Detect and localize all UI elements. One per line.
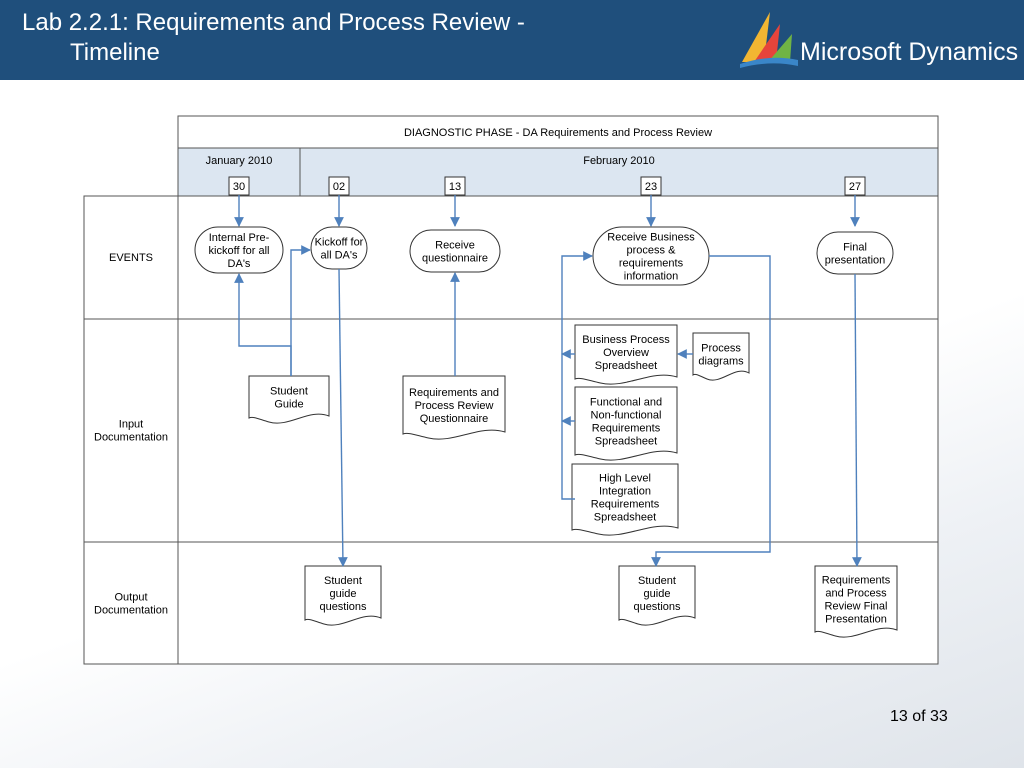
input-student-guide bbox=[248, 375, 330, 424]
event-3 bbox=[409, 229, 501, 273]
slide-title-line2: Timeline bbox=[70, 39, 160, 66]
input-integration-requirements bbox=[571, 463, 679, 536]
arrow-event-to-output-2 bbox=[651, 255, 771, 567]
arrow-final-to-output bbox=[852, 273, 862, 567]
output-student-guide-questions-2 bbox=[618, 565, 696, 626]
month-label-february: February 2010 bbox=[583, 155, 655, 167]
arrow-guide-to-kickoff bbox=[290, 245, 311, 376]
arrow-spreadsheets-to-event bbox=[561, 251, 593, 500]
page-indicator: 13 of 33 bbox=[890, 708, 948, 725]
date-label-30: 30 bbox=[233, 181, 245, 193]
input-questionnaire bbox=[402, 375, 506, 440]
input-process-diagrams bbox=[692, 332, 750, 381]
event-1 bbox=[194, 226, 284, 274]
month-label-january: January 2010 bbox=[206, 155, 273, 167]
phase-title-band bbox=[177, 115, 939, 149]
input-functional-requirements bbox=[574, 386, 678, 461]
month-band bbox=[177, 147, 939, 197]
microsoft-dynamics-logo-icon bbox=[740, 12, 798, 68]
slide-header: Lab 2.2.1: Requirements and Process Revi… bbox=[0, 0, 1024, 80]
swimlane-frame bbox=[83, 195, 939, 665]
date-label-02: 02 bbox=[333, 181, 345, 193]
output-final-presentation bbox=[814, 565, 898, 638]
phase-title: DIAGNOSTIC PHASE - DA Requirements and P… bbox=[404, 127, 712, 139]
date-label-23: 23 bbox=[645, 181, 657, 193]
arrow-kickoff-to-output bbox=[337, 268, 348, 567]
date-label-13: 13 bbox=[449, 181, 461, 193]
date-label-27: 27 bbox=[849, 181, 861, 193]
lane-label-events: EVENTS bbox=[109, 252, 153, 264]
logo-text: Microsoft Dynamics bbox=[800, 38, 1019, 66]
slide-title-line1: Lab 2.2.1: Requirements and Process Revi… bbox=[22, 9, 525, 36]
output-student-guide-questions-1 bbox=[304, 565, 382, 626]
slide-title: Lab 2.2.1: Requirements and Process Revi… bbox=[22, 8, 525, 68]
input-bp-overview-spreadsheet bbox=[574, 324, 678, 385]
